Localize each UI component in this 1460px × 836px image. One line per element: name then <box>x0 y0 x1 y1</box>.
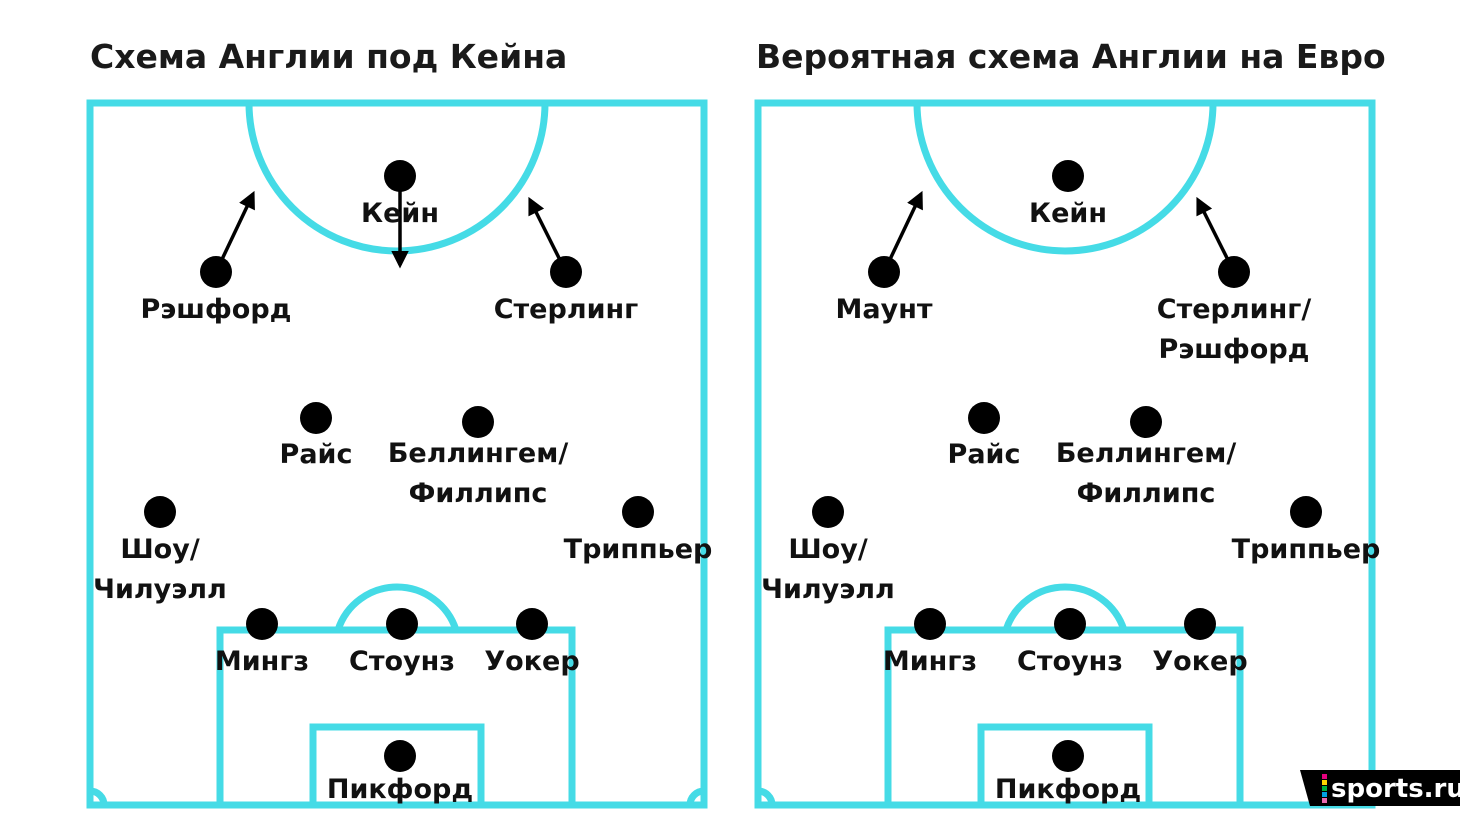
logo-text: sports.ru <box>1331 774 1460 804</box>
penalty-arc <box>1002 583 1128 632</box>
player-label: Стерлинг <box>494 294 639 325</box>
pitch-outline <box>754 99 1376 809</box>
player-label: Пикфорд <box>995 774 1141 805</box>
player-label: Райс <box>948 439 1021 470</box>
player-marker <box>300 402 332 434</box>
player-marker <box>386 608 418 640</box>
title-right: Вероятная схема Англии на Евро <box>756 37 1386 76</box>
player-marker <box>1130 406 1162 438</box>
player-marker <box>1290 496 1322 528</box>
center-circle-arc <box>913 102 1217 255</box>
corner-arc <box>757 787 776 806</box>
player-marker <box>812 496 844 528</box>
player-marker <box>1184 608 1216 640</box>
player-marker <box>968 402 1000 434</box>
player-label: Чилуэлл <box>93 574 227 605</box>
player-label: Рэшфорд <box>141 294 292 325</box>
penalty-arc <box>334 583 460 632</box>
player-label: Кейн <box>1029 198 1107 229</box>
corner-arc <box>89 787 108 806</box>
player-label: Шоу/ <box>788 534 868 565</box>
player-marker <box>384 160 416 192</box>
player-marker <box>246 608 278 640</box>
player-label: Стоунз <box>1017 646 1123 677</box>
player-marker <box>914 608 946 640</box>
player-marker <box>200 256 232 288</box>
player-marker <box>622 496 654 528</box>
player-marker <box>144 496 176 528</box>
goal-box <box>977 723 1153 805</box>
player-label: Шоу/ <box>120 534 200 565</box>
player-marker <box>1054 608 1086 640</box>
player-label: Стерлинг/ <box>1157 294 1312 325</box>
player-label: Рэшфорд <box>1159 334 1310 365</box>
player-label: Филлипс <box>409 478 548 509</box>
player-marker <box>1052 160 1084 192</box>
player-marker <box>1218 256 1250 288</box>
player-label: Триппьер <box>564 534 713 565</box>
player-label: Уокер <box>484 646 579 677</box>
sports-ru-logo: sports.ru <box>1300 770 1460 806</box>
player-label: Чилуэлл <box>761 574 895 605</box>
player-marker <box>550 256 582 288</box>
player-label: Мингз <box>883 646 977 677</box>
player-label: Беллингем/ <box>1056 438 1237 469</box>
player-label: Филлипс <box>1077 478 1216 509</box>
player-label: Мингз <box>215 646 309 677</box>
player-marker <box>516 608 548 640</box>
player-label: Пикфорд <box>327 774 473 805</box>
corner-arc <box>686 787 705 806</box>
player-label: Стоунз <box>349 646 455 677</box>
player-label: Уокер <box>1152 646 1247 677</box>
goal-box <box>309 723 485 805</box>
pitch-outline <box>86 99 708 809</box>
player-marker <box>462 406 494 438</box>
player-marker <box>868 256 900 288</box>
player-label: Кейн <box>361 198 439 229</box>
player-label: Райс <box>280 439 353 470</box>
title-left: Схема Англии под Кейна <box>90 37 567 76</box>
player-marker <box>1052 740 1084 772</box>
player-label: Маунт <box>836 294 933 325</box>
player-label: Триппьер <box>1232 534 1381 565</box>
player-label: Беллингем/ <box>388 438 569 469</box>
player-marker <box>384 740 416 772</box>
